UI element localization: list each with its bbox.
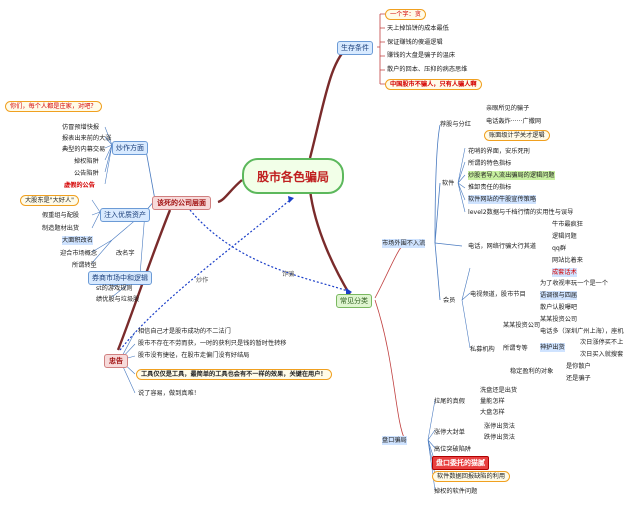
survival-item-greed: 一个字：贪 (385, 9, 426, 20)
plan-item: 稳定盈利的对象 (510, 368, 554, 375)
survival-item: 赚钱的大盘是骗子的温床 (387, 52, 456, 59)
survival-item: 天上掉馅饼的成本最低 (387, 25, 449, 32)
outside-group-title: 荐股与分红 (440, 121, 471, 128)
members-title: 会员 (443, 297, 456, 304)
survival-item: 保证赚钱的傻逼逻辑 (387, 39, 443, 46)
software-item: 软件网站的牛股宣传策略 (468, 195, 537, 204)
link-label-left: 炒作 (196, 277, 209, 284)
fake-item: 涨停大封单 (434, 429, 465, 436)
control-item: st的游戏规则 (96, 285, 133, 292)
fake-item: 量能怎样 (480, 398, 505, 405)
private-item: 电话多（深圳广州上海），座机 (540, 328, 624, 335)
fake-item: 高位突破陷阱 (434, 446, 472, 453)
advice-item-tool: 工具仅仅是工具，最简单的工具也会有不一样的效果，关键在用户！ (136, 369, 332, 380)
software-item: 花哨的界面，安乐死刑 (468, 148, 530, 155)
advice-item: 相信自己才是股市成功的不二法门 (138, 328, 231, 335)
survival-item-china: 中国股市不骗人，只有人骗人啊 (385, 79, 482, 90)
hype-item: 掉权陷阱 (74, 158, 99, 165)
hype-item: 报表出来前的大涨 (62, 135, 112, 142)
telephone-item: qq群 (552, 245, 567, 252)
fake-item: 软件数据回报缺陷的利用 (432, 471, 511, 482)
telephone-item: 成套话术 (552, 268, 577, 277)
outside-group-item: 账面级计学关才逻辑 (484, 130, 550, 141)
hype-topic[interactable]: 炒作方面 (112, 141, 148, 155)
software-item: 推卸责任的指标 (468, 184, 512, 191)
fake-title: 盘口骗局 (382, 436, 407, 445)
hype-item: 典型的内幕交易 (62, 146, 106, 153)
asset-topic[interactable]: 注入优质资产 (100, 208, 150, 222)
asset-item: 制造题材出货 (42, 225, 80, 232)
outside-group-item: 亲眼所见的骗子 (486, 105, 530, 112)
survival-item: 散户的回本、压抑的病态思维 (387, 66, 468, 73)
restructure-item: 改名字 (116, 250, 135, 257)
private-label: 某某投资公司 (503, 322, 541, 329)
private-item: 神护出货 (540, 343, 565, 352)
central-topic[interactable]: 股市各色骗局 (242, 158, 344, 194)
restructure-item: 所谓转型 (72, 262, 97, 269)
fake-item: 大盘怎样 (480, 409, 505, 416)
telephone-item: 逻辑问题 (552, 233, 577, 240)
common-topic[interactable]: 常见分类 (336, 294, 372, 308)
software-item: 炒股者导入流出骗局的逻辑问题 (468, 171, 555, 180)
members-item: 电视频道，股市节目 (470, 291, 526, 298)
asset-quote: 大股东是"大好人" (20, 195, 80, 206)
outside-group-item: 电话轰炸······广撒网 (486, 118, 542, 125)
software-item: level2数据与千档行情的实用性与误导 (468, 209, 574, 216)
software-title: 软件 (442, 180, 455, 187)
members-item: 散户认股曝吧 (540, 304, 578, 311)
advice-item: 说了容易，做到真难！ (138, 390, 200, 397)
private-title: 私募机构 (470, 346, 495, 353)
hype-item: 公告陷阱 (74, 170, 99, 177)
telephone-item: 网站比着来 (552, 257, 583, 264)
restructure-topic: 大面积改名 (62, 236, 93, 245)
fake-item: 拉尾的真假 (434, 398, 465, 405)
outside-topic: 市场外围不入流 (382, 239, 426, 248)
private-item: 次日买入就搜套 (580, 351, 624, 358)
fake-item-highlight: 盘口委托的猫腻 (432, 456, 489, 470)
advice-item: 股市没有捷径，在股市走偏门没有好结局 (138, 352, 250, 359)
dead-company-topic[interactable]: 该死的公司层面 (152, 196, 211, 210)
fake-item: 掉权的软件问题 (434, 488, 478, 495)
advice-topic[interactable]: 忠告 (104, 354, 128, 368)
asset-item: 假重组与配股 (42, 212, 80, 219)
telephone-title: 电话，网络行骗大行其道 (468, 243, 537, 250)
dead-company-quote: 你们，每个人都是庄家，对吧？ (5, 101, 102, 112)
members-item: 为了收视率玩一个是一个 (540, 280, 609, 287)
private-item: 次日涨停买不上 (580, 339, 624, 346)
fake-item: 洗盘还是出货 (480, 387, 518, 394)
plan-item: 是你散户 (566, 363, 591, 370)
members-item: 语调很与四届 (540, 291, 578, 300)
private-item: 某某投资公司 (540, 316, 578, 323)
private-item: 所谓专等 (503, 345, 528, 352)
fake-item: 跌停出货法 (484, 434, 515, 441)
telephone-item: 牛市最疯狂 (552, 221, 583, 228)
link-label-right: 诈骗 (282, 271, 295, 278)
fake-item: 涨停出货法 (484, 423, 515, 430)
survival-topic[interactable]: 生存条件 (337, 41, 373, 55)
control-item: 绩优股与垃圾股 (96, 296, 140, 303)
control-topic[interactable]: 券商市场中和逻辑 (88, 271, 152, 285)
hype-item: 虚假的公告 (64, 182, 95, 189)
software-item: 所谓的特色指标 (468, 160, 512, 167)
restructure-item: 迎合市场概念 (60, 250, 98, 257)
hype-item: 仿冒预增快报 (62, 124, 100, 131)
advice-item: 股市不存在不劳而获，一时的获利只是钱的暂时性转移 (138, 340, 287, 347)
plan-item: 还是骗子 (566, 375, 591, 382)
